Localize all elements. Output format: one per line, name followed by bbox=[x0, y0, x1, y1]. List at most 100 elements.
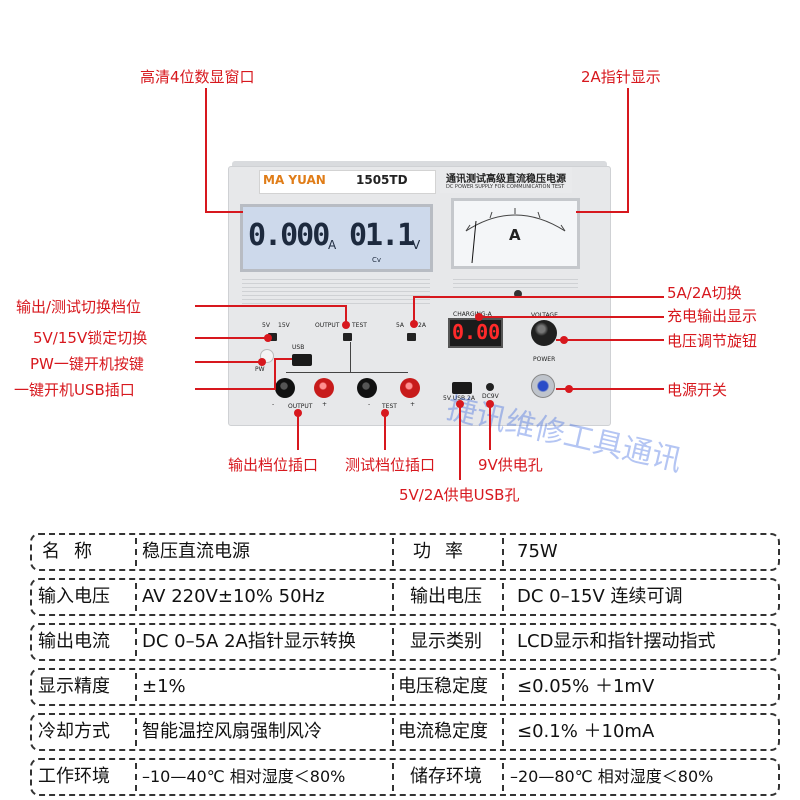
spec-divider bbox=[135, 583, 137, 611]
spec-value: AV 220V±10% 50Hz bbox=[142, 586, 325, 607]
lcd-current-value: 0.000 bbox=[248, 218, 330, 253]
callout-dot bbox=[264, 334, 272, 342]
callout-line bbox=[195, 388, 275, 390]
callout-dot bbox=[294, 409, 302, 417]
callout-charge-display: 充电输出显示 bbox=[667, 307, 758, 325]
label-charging: CHARGING-A bbox=[453, 311, 492, 318]
lcd-voltage-unit: V bbox=[412, 238, 421, 252]
usb-port-5v-2a[interactable] bbox=[452, 382, 472, 394]
label-usb-rating: 5V USB 2A bbox=[443, 395, 475, 402]
spec-key: 功率 bbox=[413, 541, 477, 562]
label-5a: 5A bbox=[396, 322, 404, 329]
spec-value: DC 0–15V 连续可调 bbox=[517, 586, 683, 607]
callout-line bbox=[489, 402, 491, 450]
meter-zero-adjust[interactable] bbox=[514, 290, 522, 298]
callout-range-switch: 5A/2A切换 bbox=[667, 284, 742, 302]
spec-value: –10—40℃ 相对湿度＜80% bbox=[142, 767, 346, 786]
callout-usb-port: 一键开机USB插口 bbox=[14, 381, 135, 399]
callout-dot bbox=[258, 358, 266, 366]
label-dc9v: DC9V bbox=[482, 393, 499, 400]
label-usb: USB bbox=[292, 344, 305, 351]
callout-line bbox=[478, 316, 664, 318]
test-positive-terminal[interactable] bbox=[400, 378, 420, 398]
device-top-edge bbox=[232, 161, 607, 169]
spec-divider bbox=[135, 628, 137, 656]
callout-dot bbox=[456, 400, 464, 408]
callout-line bbox=[459, 404, 461, 480]
spec-value: LCD显示和指针摆动指式 bbox=[517, 631, 716, 652]
callout-line bbox=[627, 88, 629, 212]
title-strip bbox=[440, 167, 572, 193]
panel-wire-v bbox=[350, 342, 351, 372]
spec-key: 显示类别 bbox=[410, 631, 482, 652]
callout-line bbox=[345, 305, 347, 325]
5v-15v-lock-switch[interactable] bbox=[268, 333, 277, 341]
spec-row: 显示精度 ±1% 电压稳定度 ≤0.05% ＋1mV bbox=[30, 668, 780, 706]
spec-divider bbox=[502, 538, 504, 566]
label-15v: 15V bbox=[278, 322, 290, 329]
callout-dot bbox=[475, 313, 483, 321]
spec-key: 名称 bbox=[42, 541, 106, 562]
device-title-cn: 通讯测试高级直流稳压电源 bbox=[446, 174, 566, 185]
analog-ammeter bbox=[451, 198, 580, 269]
lcd-voltage-value: 01.1 bbox=[349, 218, 415, 253]
callout-dot bbox=[381, 409, 389, 417]
device-title-en: DC POWER SUPPLY FOR COMMUNICATION TEST bbox=[446, 184, 565, 190]
callout-dc9v: 9V供电孔 bbox=[478, 456, 543, 474]
callout-line bbox=[414, 296, 664, 298]
label-test: TEST bbox=[352, 322, 367, 329]
callout-voltage-knob: 电压调节旋钮 bbox=[667, 332, 758, 350]
spec-divider bbox=[502, 673, 504, 701]
lcd-current-unit: A bbox=[328, 238, 337, 252]
power-button[interactable] bbox=[531, 374, 555, 398]
spec-divider bbox=[135, 673, 137, 701]
callout-line bbox=[576, 211, 629, 213]
spec-value: ±1% bbox=[142, 676, 186, 697]
label-5v: 5V bbox=[262, 322, 270, 329]
brand-name: MA YUAN bbox=[263, 173, 326, 187]
callout-line bbox=[195, 305, 347, 307]
spec-row: 输入电压 AV 220V±10% 50Hz 输出电压 DC 0–15V 连续可调 bbox=[30, 578, 780, 616]
dc9v-jack[interactable] bbox=[486, 383, 494, 391]
callout-line bbox=[556, 388, 664, 390]
callout-line bbox=[205, 88, 207, 212]
panel-wire-h bbox=[286, 372, 408, 373]
output-negative-terminal[interactable] bbox=[275, 378, 295, 398]
spec-divider bbox=[502, 763, 504, 791]
spec-divider bbox=[135, 538, 137, 566]
output-positive-terminal[interactable] bbox=[314, 378, 334, 398]
label-output: OUTPUT bbox=[315, 322, 340, 329]
callout-line bbox=[205, 211, 243, 213]
spec-key: 输出电流 bbox=[38, 631, 110, 652]
voltage-knob[interactable] bbox=[531, 320, 557, 346]
label-plus-output: + bbox=[322, 401, 328, 408]
usb-port-one-key[interactable] bbox=[292, 354, 312, 366]
spec-key: 输出电压 bbox=[410, 586, 482, 607]
5a-2a-range-switch[interactable] bbox=[407, 333, 416, 341]
spec-row: 名称 稳压直流电源 功率 75W bbox=[30, 533, 780, 571]
callout-line bbox=[384, 412, 386, 450]
label-2a: 2A bbox=[418, 322, 426, 329]
spec-divider bbox=[392, 718, 394, 746]
spec-divider bbox=[135, 718, 137, 746]
callout-line bbox=[274, 358, 292, 360]
spec-divider bbox=[392, 538, 394, 566]
spec-value: ≤0.05% ＋1mV bbox=[517, 676, 655, 697]
callout-dot bbox=[565, 385, 573, 393]
model-number: 1505TD bbox=[356, 173, 408, 187]
label-minus-test: - bbox=[368, 401, 371, 408]
test-negative-terminal[interactable] bbox=[357, 378, 377, 398]
spec-divider bbox=[502, 718, 504, 746]
spec-value: ≤0.1% ＋10mA bbox=[517, 721, 655, 742]
callout-line bbox=[297, 412, 299, 450]
label-power: POWER bbox=[533, 356, 556, 363]
output-test-switch[interactable] bbox=[343, 333, 352, 341]
spec-key: 输入电压 bbox=[38, 586, 110, 607]
callout-power-switch: 电源开关 bbox=[667, 381, 728, 399]
spec-value: 智能温控风扇强制风冷 bbox=[142, 721, 322, 742]
spec-divider bbox=[392, 763, 394, 791]
spec-row: 冷却方式 智能温控风扇强制风冷 电流稳定度 ≤0.1% ＋10mA bbox=[30, 713, 780, 751]
vent-grille-right bbox=[453, 276, 578, 288]
spec-key: 冷却方式 bbox=[38, 721, 110, 742]
label-plus-test: + bbox=[410, 401, 416, 408]
